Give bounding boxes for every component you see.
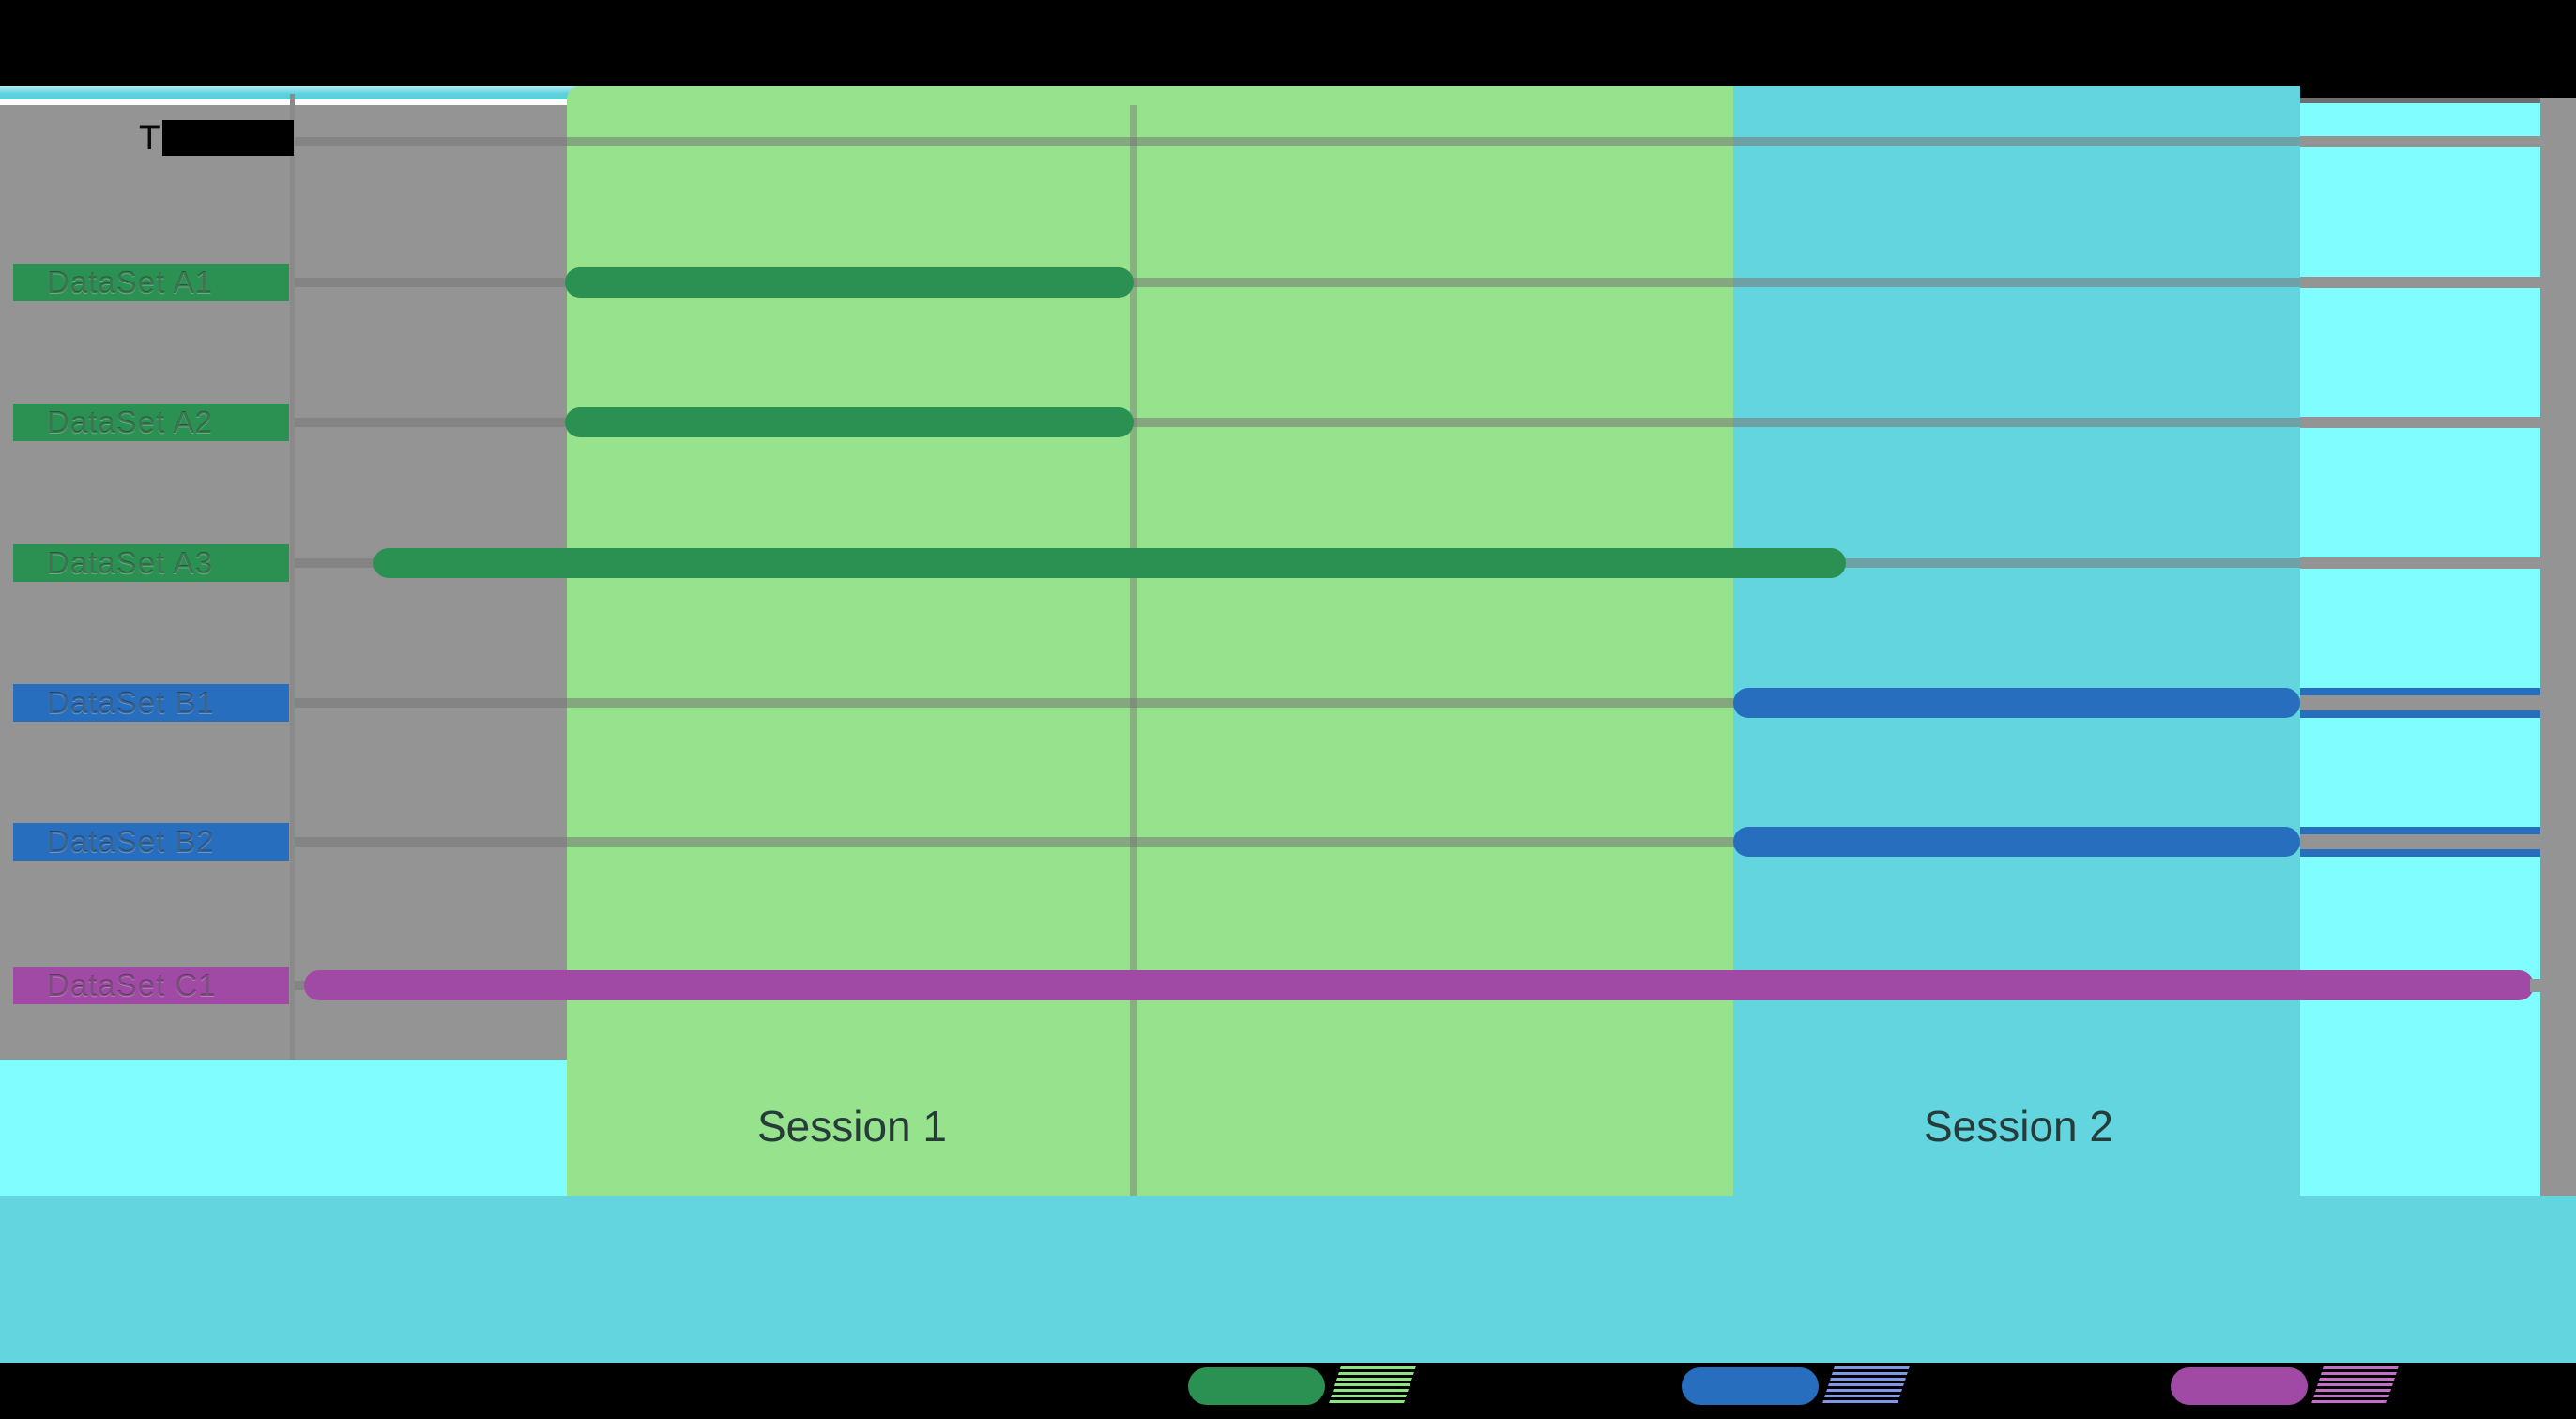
bar-dataset-a2 — [564, 407, 1134, 437]
top-white-strip — [0, 99, 567, 105]
session-label-1: Session 1 — [756, 1102, 948, 1151]
session-1-band — [567, 86, 1734, 1196]
y-axis-line — [290, 94, 295, 1060]
gridline — [293, 278, 2540, 287]
bar-tail-cover-dataset-b1 — [2299, 695, 2540, 710]
bar-tail-cover-dataset-b2 — [2299, 834, 2540, 849]
gridline — [293, 837, 2540, 847]
pre-session-band — [293, 105, 568, 1060]
row-label-dataset-a2: DataSet A2 — [13, 404, 289, 441]
legend-tag-series-c[interactable] — [2310, 1366, 2399, 1406]
legend-tag-series-a[interactable] — [1328, 1366, 1416, 1406]
gridline — [293, 137, 2540, 146]
legend-marker-series-c[interactable] — [2171, 1367, 2308, 1405]
post-session-band — [2299, 98, 2540, 1196]
bar-dataset-c1 — [303, 970, 2534, 1000]
row-label-dataset-c1: DataSet C1 — [13, 967, 289, 1004]
legend-tag-series-b[interactable] — [1821, 1366, 1910, 1406]
gridline-post-segment — [2299, 557, 2540, 569]
session-2-band — [1733, 86, 2300, 1196]
bar-dataset-a3 — [373, 548, 1846, 578]
redaction-box — [161, 120, 294, 156]
gridline-post-segment — [2299, 277, 2540, 288]
bar-dataset-b1 — [1733, 688, 2300, 718]
row-label-dataset-b1: DataSet B1 — [13, 684, 289, 722]
row-label-dataset-b2: DataSet B2 — [13, 823, 289, 861]
bottom-teal-band — [0, 1196, 2576, 1363]
bar-dataset-b2 — [1733, 827, 2300, 857]
legend-marker-series-a[interactable] — [1188, 1367, 1325, 1405]
gridline — [293, 418, 2540, 427]
bar-end-stub-dataset-c1 — [2529, 979, 2545, 992]
session-label-2: Session 2 — [1923, 1102, 2114, 1151]
y-axis-title-text: T — [139, 118, 160, 157]
vertical-gridline — [1129, 105, 1137, 1196]
row-label-dataset-a1: DataSet A1 — [13, 264, 289, 301]
bar-dataset-a1 — [564, 267, 1134, 298]
right-gray-margin — [2540, 98, 2576, 1196]
y-axis-title: T — [139, 118, 294, 158]
gridline-post-segment — [2299, 136, 2540, 147]
lower-left-cyan-area — [0, 1060, 567, 1196]
row-label-dataset-a3: DataSet A3 — [13, 544, 289, 582]
gridline — [293, 698, 2540, 708]
legend-marker-series-b[interactable] — [1682, 1367, 1819, 1405]
gridline-post-segment — [2299, 417, 2540, 428]
